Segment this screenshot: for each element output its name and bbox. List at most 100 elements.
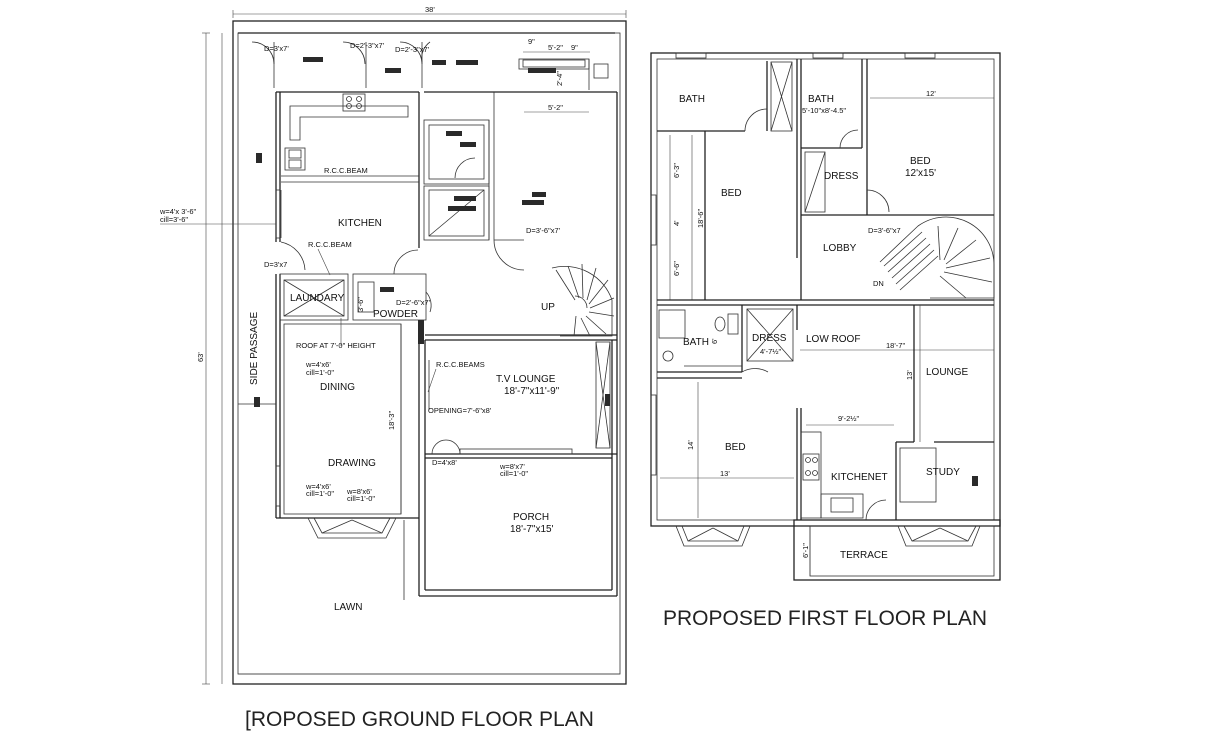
- ff-room-dress-1: DRESS: [824, 171, 859, 182]
- ff-dim-12: 12': [926, 89, 936, 98]
- ff-bath-2-size: 5'-10"x8'-4.5": [802, 106, 846, 115]
- room-tv-lounge: T.V LOUNGE: [496, 374, 556, 385]
- ground-floor-title: [ROPOSED GROUND FLOOR PLAN: [245, 708, 594, 731]
- room-powder: POWDER: [373, 309, 418, 320]
- door-label-d36x7: D=3'-6"x7': [526, 226, 561, 235]
- ff-dim-13-v: 13': [905, 370, 914, 380]
- win-cill-10-a: cill=1'-0": [306, 368, 334, 377]
- ff-room-bath-1: BATH: [679, 94, 705, 105]
- first-floor-plan: BATH BATH 5'-10"x8'-4.5" 12' BED 12'x15': [650, 52, 1001, 630]
- dining-drawing: ROOF AT 7'-0" HEIGHT w=4'x6' cill=1'-0" …: [275, 189, 402, 539]
- ff-low-roof: LOW ROOF: [806, 334, 860, 345]
- ground-floor-plan: 38' 63' D: [159, 5, 627, 731]
- ff-room-bed-left: BED: [721, 188, 742, 199]
- room-lawn: LAWN: [334, 602, 363, 613]
- ff-room-terrace: TERRACE: [840, 550, 888, 561]
- win-w46-a: w=4'x6': [305, 360, 331, 369]
- win-w87: w=8'x7': [499, 462, 525, 471]
- ff-bath-2: BATH 5'-10"x8'-4.5": [796, 52, 863, 258]
- ff-door-d36x7: D=3'-6"x7: [868, 226, 901, 235]
- ff-room-kitchenet: KITCHENET: [831, 472, 888, 483]
- ground-depth-dim: 63': [196, 352, 205, 362]
- ff-dim-4: 4': [672, 220, 681, 226]
- dim-36: 3'-6": [356, 297, 365, 312]
- ff-bed-left: BED 6'-3" 4' 6'-6" 18'-6": [650, 131, 742, 300]
- room-porch: PORCH: [513, 512, 549, 523]
- dim-52-a: 5'-2": [548, 43, 563, 52]
- dim-9-a: 9": [528, 37, 535, 46]
- room-tv-lounge-size: 18'-7"x11'-9": [504, 386, 560, 397]
- ground-width-dim: 38': [425, 5, 435, 14]
- win-cill-36: cill=3'-6": [160, 215, 188, 224]
- side-passage-label: SIDE PASSAGE: [249, 311, 260, 385]
- first-floor-title: PROPOSED FIRST FLOOR PLAN: [663, 607, 987, 630]
- room-laundry: LAUNDARY: [290, 293, 345, 304]
- note-roof-height: ROOF AT 7'-0" HEIGHT: [296, 341, 376, 350]
- note-rcc-beam-2: R.C.C.BEAM: [308, 240, 352, 249]
- dim-9-b: 9": [571, 43, 578, 52]
- ff-dim-61: 6'-1": [801, 543, 810, 558]
- ff-room-bed-master-size: 12'x15': [905, 168, 936, 179]
- win-cill-10-d: cill=1'-0": [500, 469, 528, 478]
- ff-room-bath-3: BATH: [683, 337, 709, 348]
- ff-dim-14: 14': [686, 440, 695, 450]
- ff-room-dress-2: DRESS: [752, 333, 787, 344]
- first-outer-wall: [650, 52, 1001, 527]
- dim-183: 18'-3": [387, 411, 396, 430]
- win-w46-b: w=4'x6': [305, 482, 331, 491]
- laundry-powder: LAUNDARY POWDER D=2'-6"x7' D=3'x7 R.C.C.…: [264, 240, 432, 344]
- win-cill-10-b: cill=1'-0": [306, 489, 334, 498]
- room-porch-size: 18'-7"x15': [510, 524, 554, 535]
- room-kitchen: KITCHEN: [338, 218, 382, 229]
- ff-dress-1: DRESS: [801, 151, 867, 216]
- win-cill-10-c: cill=1'-0": [347, 494, 375, 503]
- room-drawing: DRAWING: [328, 458, 376, 469]
- ff-dim-186: 18'-6": [696, 209, 705, 228]
- door-label-d23x7-b: D=2'-3"x7': [395, 45, 430, 54]
- door-label-d23x7-a: D=2'-3"x7': [350, 41, 385, 50]
- door-label-d3x7-mid: D=3'x7: [264, 260, 287, 269]
- ground-plot-boundary: [232, 20, 627, 685]
- ff-bed-bottom: BED 14' 13': [650, 377, 802, 547]
- ff-bath-1: BATH: [657, 52, 793, 132]
- ff-lounge: LOW ROOF 18'-7" LOUNGE 13': [800, 305, 994, 443]
- kitchen-counter: R.C.C.BEAM KITCHEN: [256, 93, 419, 238]
- note-rcc-beams: R.C.C.BEAMS: [436, 360, 485, 369]
- win-w86: w=8'x6': [346, 487, 372, 496]
- ff-kitchenet: 9'-2½" KITCHENET: [800, 414, 894, 521]
- dim-52-b: 5'-2": [548, 103, 563, 112]
- door-label-d3x7-top: D=3'x7': [264, 44, 289, 53]
- ff-stair-dn: DN: [873, 279, 884, 288]
- ground-top-strip: D=3'x7' D=2'-3"x7' D=2'-3"x7' 9" 5'-2" 9…: [238, 32, 615, 90]
- door-label-d4x8: D=4'x8': [432, 458, 457, 467]
- note-opening: OPENING=7'-6"x8': [428, 406, 492, 415]
- ff-dim-13-h: 13': [720, 469, 730, 478]
- door-label-d26x7: D=2'-6"x7': [396, 298, 431, 307]
- ff-terrace: TERRACE 6'-1": [801, 526, 888, 576]
- ff-room-lounge: LOUNGE: [926, 367, 969, 378]
- tv-lounge: T.V LOUNGE 18'-7"x11'-9" R.C.C.BEAMS OPE…: [427, 341, 611, 478]
- ff-study: STUDY: [895, 441, 981, 547]
- room-dining: DINING: [320, 382, 355, 393]
- ff-dim-187: 18'-7": [886, 341, 905, 350]
- ground-spiral-stair: UP: [541, 263, 615, 337]
- note-rcc-beam-1: R.C.C.BEAM: [324, 166, 368, 175]
- ff-room-lobby: LOBBY: [823, 243, 857, 254]
- ff-dim-6: 6': [710, 338, 719, 344]
- win-w43-6: w=4'x 3'-6": [159, 207, 197, 216]
- ff-dim-92: 9'-2½": [838, 414, 860, 423]
- ff-bed-master: 12' BED 12'x15': [866, 52, 994, 216]
- ff-room-bed-bottom: BED: [725, 442, 746, 453]
- ff-room-bath-2: BATH: [808, 94, 834, 105]
- ff-lobby: LOBBY D=3'-6"x7 DN: [657, 216, 995, 306]
- stair-up-label: UP: [541, 302, 555, 313]
- ff-bath-3: BATH 6' DRESS 4'-7½": [657, 305, 798, 373]
- ff-dim-66: 6'-6": [672, 261, 681, 276]
- ff-dim-63: 6'-3": [672, 163, 681, 178]
- ff-room-bed-master: BED: [910, 156, 931, 167]
- ground-stores: 5'-2" D=3'-6"x7': [423, 92, 589, 271]
- dim-24: 2'-4": [555, 71, 564, 86]
- ff-dim-472: 4'-7½": [760, 347, 782, 356]
- ff-room-study: STUDY: [926, 467, 960, 478]
